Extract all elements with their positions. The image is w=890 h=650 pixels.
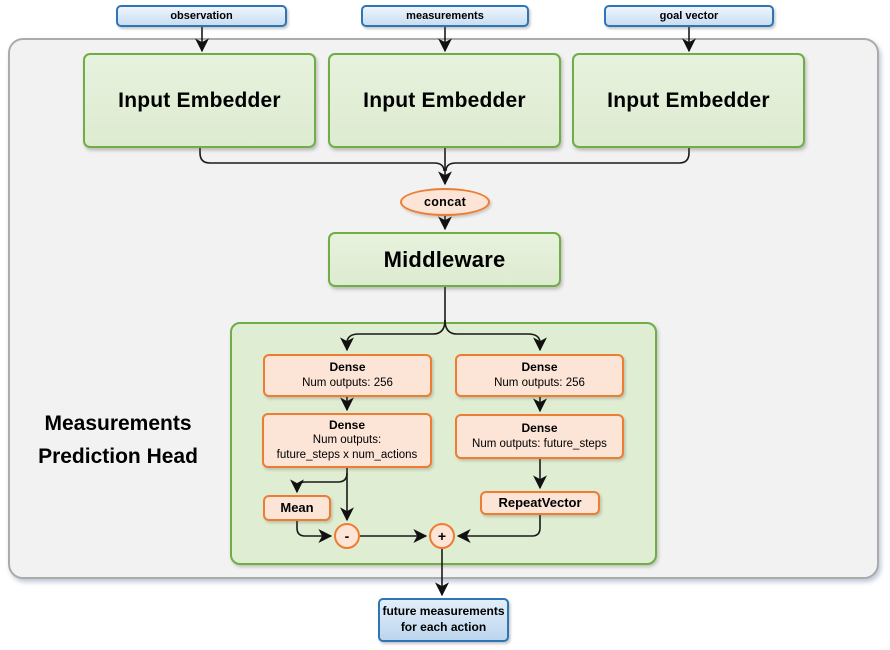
dense-subtitle: future_steps x num_actions (276, 449, 418, 462)
dense-left-1: Dense Num outputs: 256 (263, 354, 432, 397)
dense-right-1: Dense Num outputs: 256 (455, 354, 624, 397)
add-operator-node: + (429, 523, 455, 549)
dense-subtitle: Num outputs: (312, 434, 382, 447)
dense-title: Dense (329, 360, 366, 375)
add-operator-label: + (437, 528, 447, 544)
input-node-goal-vector: goal vector (604, 5, 774, 27)
input-node-label: measurements (406, 10, 484, 22)
input-embedder-2: Input Embedder (328, 53, 561, 148)
input-node-label: goal vector (659, 10, 719, 22)
prediction-head-title-line2: Prediction Head (38, 445, 198, 468)
concat-label: concat (423, 195, 467, 209)
mean-node: Mean (263, 495, 331, 521)
prediction-head-title: Measurements Prediction Head (12, 407, 224, 473)
dense-subtitle: Num outputs: 256 (302, 376, 393, 389)
dense-subtitle: Num outputs: future_steps (472, 437, 607, 450)
mean-label: Mean (280, 499, 314, 515)
input-node-observation: observation (116, 5, 287, 27)
prediction-head-title-line1: Measurements (44, 412, 192, 435)
input-embedder-label: Input Embedder (118, 88, 281, 112)
repeat-vector-node: RepeatVector (480, 491, 600, 515)
middleware-label: Middleware (383, 246, 506, 272)
output-node: future measurements for each action (378, 598, 509, 642)
input-embedder-label: Input Embedder (607, 88, 770, 112)
middleware-node: Middleware (328, 232, 561, 287)
dense-subtitle: Num outputs: 256 (494, 376, 585, 389)
subtract-operator-node: - (334, 523, 360, 549)
input-node-measurements: measurements (361, 5, 529, 27)
input-embedder-3: Input Embedder (572, 53, 805, 148)
dense-title: Dense (328, 418, 366, 433)
output-label-line2: for each action (400, 620, 487, 634)
input-embedder-label: Input Embedder (363, 88, 526, 112)
concat-node: concat (400, 188, 490, 216)
repeat-vector-label: RepeatVector (498, 494, 582, 510)
dense-right-2: Dense Num outputs: future_steps (455, 414, 624, 459)
input-node-label: observation (170, 10, 233, 22)
input-embedder-1: Input Embedder (83, 53, 316, 148)
dense-left-2: Dense Num outputs: future_steps x num_ac… (262, 413, 432, 468)
dense-title: Dense (521, 421, 558, 436)
dense-title: Dense (521, 360, 558, 375)
output-label-line1: future measurements (382, 604, 505, 619)
subtract-operator-label: - (344, 528, 350, 544)
